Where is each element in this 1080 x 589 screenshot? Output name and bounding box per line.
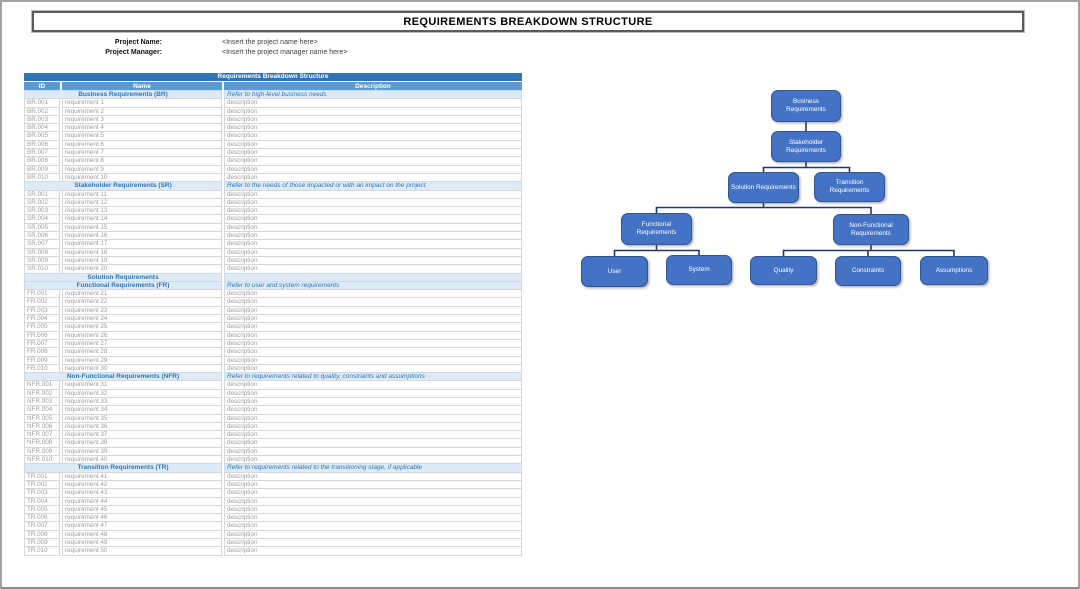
cell-description[interactable]: description	[224, 546, 522, 556]
diagram-box-quality[interactable]: Quality	[750, 256, 817, 285]
connector-stakeholder-children	[762, 162, 851, 172]
project-manager-label: Project Manager:	[105, 48, 162, 56]
diagram-box-nonfunctional-requirements[interactable]: Non-Functional Requirements	[833, 214, 909, 245]
diagram-box-assumptions[interactable]: Assumptions	[920, 256, 988, 285]
diagram-box-business-requirements[interactable]: Business Requirements	[771, 90, 841, 122]
diagram-box-user[interactable]: User	[581, 256, 648, 287]
diagram-box-system[interactable]: System	[666, 255, 732, 285]
requirements-table: Requirements Breakdown Structure ID Name…	[24, 73, 522, 556]
table-header-row: ID Name Description	[24, 82, 522, 91]
diagram-box-constraints[interactable]: Constraints	[835, 256, 901, 286]
cell-id[interactable]: TR.010	[24, 546, 60, 556]
project-manager-value[interactable]: <Insert the project manager name here>	[222, 48, 348, 56]
column-header-description: Description	[224, 82, 522, 91]
column-header-id: ID	[24, 82, 60, 91]
cell-name[interactable]: requirement 50	[62, 546, 222, 556]
connector-solution-children	[655, 203, 872, 214]
connector-nonfunctional-children	[782, 245, 955, 256]
diagram-box-stakeholder-requirements[interactable]: Stakeholder Requirements	[771, 131, 841, 162]
project-name-label: Project Name:	[114, 39, 162, 46]
table-body: Business Requirements (BR)Refer to high-…	[24, 90, 522, 556]
column-header-name: Name	[62, 82, 222, 91]
project-name-value[interactable]: <Insert the project name here>	[222, 39, 318, 46]
diagram-box-transition-requirements[interactable]: Transition Requirements	[814, 172, 885, 202]
page-title-box: REQUIREMENTS BREAKDOWN STRUCTURE	[32, 11, 1024, 32]
diagram-box-solution-requirements[interactable]: Solution Requirements	[728, 172, 799, 203]
page-title: REQUIREMENTS BREAKDOWN STRUCTURE	[403, 15, 653, 28]
diagram-box-functional-requirements[interactable]: Functional Requirements	[621, 213, 692, 245]
table-title-bar: Requirements Breakdown Structure	[24, 73, 522, 81]
